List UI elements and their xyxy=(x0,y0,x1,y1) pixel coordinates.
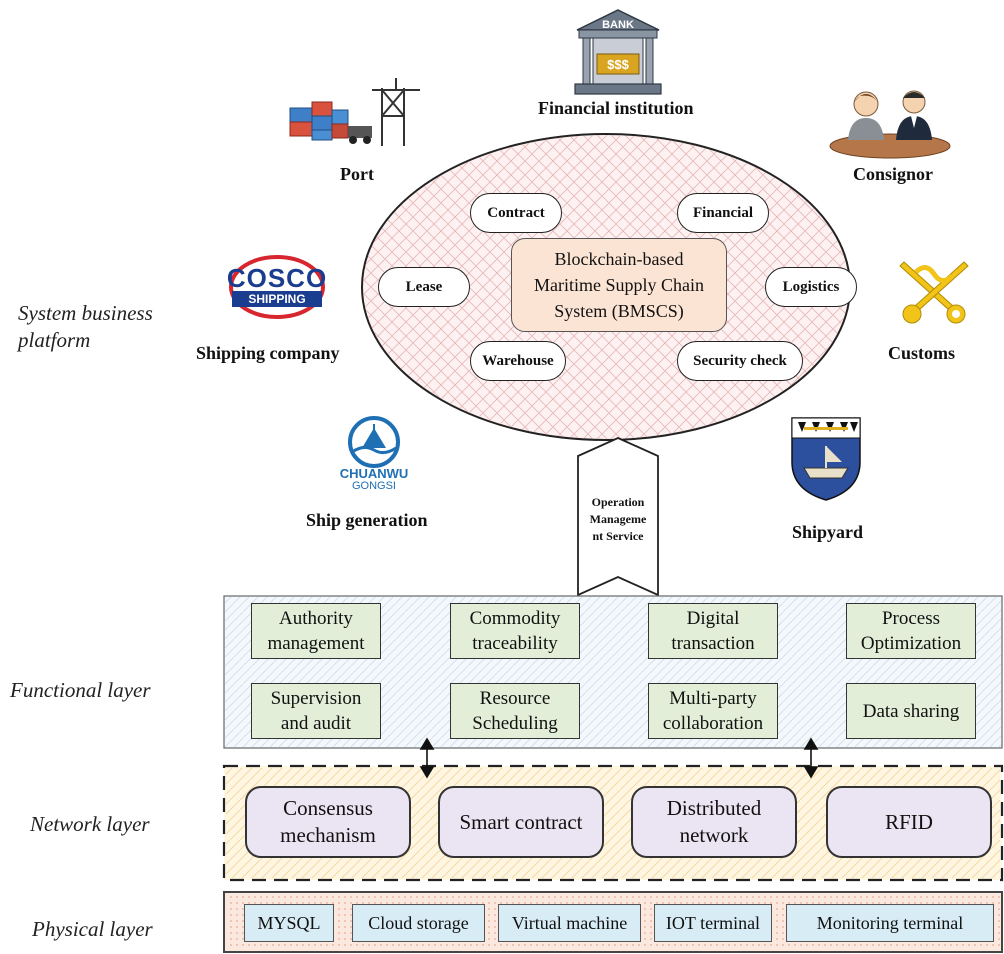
port-label: Port xyxy=(340,164,374,184)
logistics-pill: Logistics xyxy=(765,267,857,307)
functional-item: Data sharing xyxy=(846,683,976,739)
ship-generation-label: Ship generation xyxy=(306,510,428,530)
cosco-logo-bottom: SHIPPING xyxy=(232,291,322,307)
financial-pill: Financial xyxy=(677,193,769,233)
physical-item: Cloud storage xyxy=(352,904,485,942)
shipping-company-label: Shipping company xyxy=(196,343,340,363)
warehouse-pill: Warehouse xyxy=(470,341,566,381)
physical-item: IOT terminal xyxy=(654,904,772,942)
physical-layer-label: Physical layer xyxy=(32,917,153,941)
chuanwu-logo: CHUANWU GONGSI xyxy=(334,414,414,494)
network-layer-label: Network layer xyxy=(30,812,150,836)
port-icon xyxy=(289,78,420,146)
network-item: RFID xyxy=(826,786,992,858)
link-arrow-right xyxy=(803,737,819,779)
physical-item: Monitoring terminal xyxy=(786,904,994,942)
network-item: Smart contract xyxy=(438,786,604,858)
consignor-icon xyxy=(829,90,951,159)
cosco-logo: COSCO SHIPPING xyxy=(218,251,336,323)
bank-money-text: $$$ xyxy=(607,57,629,72)
system-platform-label: System business platform xyxy=(18,301,153,352)
shipyard-shield-icon xyxy=(791,417,861,501)
chuanwu-logo-top: CHUANWU xyxy=(339,466,409,481)
bank-icon: BANK $$$ xyxy=(574,9,662,95)
shipyard-label: Shipyard xyxy=(792,522,864,542)
bank-sign-text: BANK xyxy=(602,19,634,31)
functional-layer-label: Functional layer xyxy=(10,678,151,702)
consignor-label: Consignor xyxy=(853,164,934,184)
contract-pill: Contract xyxy=(470,193,562,233)
physical-item: MYSQL xyxy=(244,904,334,942)
customs-icon xyxy=(899,261,969,324)
physical-item: Virtual machine xyxy=(498,904,641,942)
security-check-pill: Security check xyxy=(677,341,803,381)
link-arrow-left xyxy=(419,737,435,779)
cosco-logo-top: COSCO xyxy=(226,263,328,293)
operation-management-label: Operation Manageme nt Service xyxy=(589,495,647,543)
chuanwu-logo-bottom: GONGSI xyxy=(351,480,396,492)
core-system-box: Blockchain-based Maritime Supply Chain S… xyxy=(511,238,727,332)
customs-label: Customs xyxy=(888,343,956,363)
operation-arrow xyxy=(577,437,659,597)
lease-pill: Lease xyxy=(378,267,470,307)
financial-institution-label: Financial institution xyxy=(538,98,694,118)
